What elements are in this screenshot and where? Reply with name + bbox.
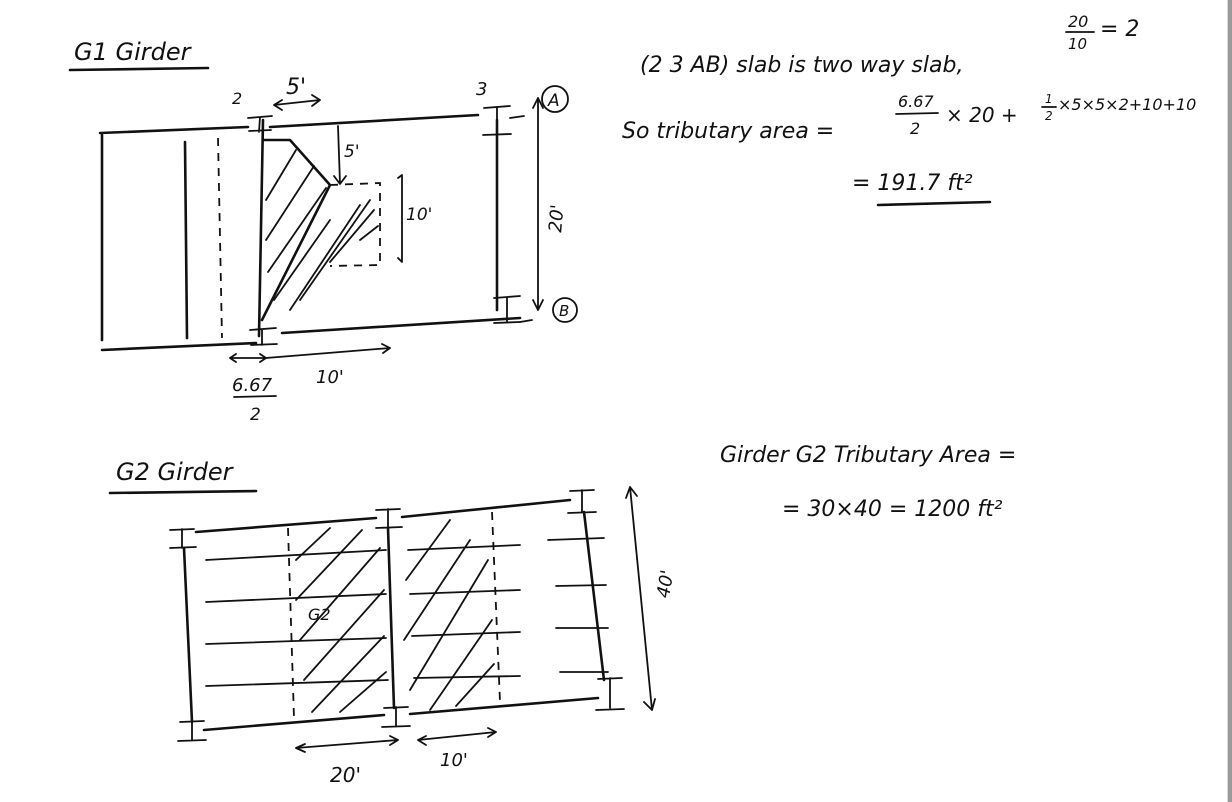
area-frac-denominator: 2 [910, 119, 920, 138]
g1-heading: G1 Girder [74, 38, 193, 66]
g2-tributary-hatching [295, 519, 495, 713]
g1-heading-underline [68, 66, 210, 72]
grid-label-B: B [559, 302, 569, 320]
beam-bottom [280, 316, 522, 335]
calc-line2-tail: ×5×5×2+10+10 [1058, 95, 1196, 114]
calc-line1: (2 3 AB) slab is two way slab, [640, 53, 963, 78]
calc-result: = 191.7 ft² [852, 171, 973, 196]
window-edge [1228, 0, 1232, 802]
g2-beam-top-left [194, 516, 378, 534]
beam-top-left [98, 125, 250, 135]
area-frac-numerator: 6.67 [898, 92, 934, 111]
joist-1 [205, 537, 605, 561]
grid-label-A: A [547, 91, 560, 111]
g2-plan-diagram: G2 40' 20' 10' [169, 486, 679, 787]
grid-label-3: 3 [476, 79, 487, 100]
ratio-result: = 2 [1100, 17, 1139, 42]
window-edge-highlight [1227, 0, 1228, 802]
dim-10-vertical: 10' [406, 205, 432, 225]
frame-left-2 [183, 140, 189, 340]
g2-column-line-right [582, 510, 606, 682]
column-symbol-br [595, 677, 625, 711]
g2-member-label: G2 [308, 605, 331, 624]
dim-arrow-10-bottom [265, 343, 391, 359]
grid-label-2: 2 [232, 89, 242, 108]
g1-calculation: (2 3 AB) slab is two way slab, 20 10 = 2… [622, 12, 1196, 207]
ratio-numerator: 20 [1068, 12, 1088, 31]
joist-4 [205, 671, 609, 687]
g2-beam-top-right [400, 498, 572, 519]
ratio-denominator: 10 [1068, 35, 1087, 53]
beam-top [268, 113, 480, 129]
g2-calculation: Girder G2 Tributary Area = = 30×40 = 120… [720, 443, 1016, 522]
dim-40: 40' [653, 569, 679, 600]
g2-column-line-left [182, 546, 194, 724]
girder-g2 [386, 526, 396, 710]
column-symbol-3b [493, 295, 521, 324]
area-frac-bar [895, 112, 939, 115]
dim-arrow-40 [625, 486, 656, 711]
g2-heading: G2 Girder [116, 458, 235, 486]
beam-bottom-left [100, 341, 258, 352]
column-symbol-bl [177, 720, 207, 742]
dashed-line [217, 137, 223, 339]
dim-10-bottom: 10' [316, 367, 344, 388]
grid-bubble-A [541, 85, 569, 113]
g2-calc-line2: = 30×40 = 1200 ft² [782, 497, 1003, 522]
dim-arrow-5-top [273, 94, 321, 111]
tributary-hatching [265, 149, 379, 311]
calc-line2-prefix: So tributary area = [622, 119, 834, 144]
dim-arrow-20-g2 [295, 735, 399, 753]
column-symbol-tl [169, 528, 197, 549]
dim-20-g2: 20' [330, 763, 361, 787]
column-symbol-3a [482, 105, 512, 136]
half-numerator: 1 [1045, 92, 1053, 106]
column-symbol-bm [381, 706, 411, 728]
joist-3 [205, 627, 609, 645]
calc-line2-mid: × 20 + [946, 103, 1018, 127]
joist-2 [205, 584, 607, 603]
grid-ticks [509, 115, 533, 323]
g2-beam-bottom-left [202, 713, 386, 732]
frac-numerator: 6.67 [232, 375, 273, 396]
g2-beam-bottom-right [408, 696, 600, 716]
dim-5-top: 5' [286, 75, 306, 100]
dim-arrow-5-side [333, 125, 347, 185]
tributary-dashed-box [329, 182, 381, 267]
dim-arrow-667 [229, 353, 267, 363]
column-symbol-2b [249, 327, 278, 346]
g2-calc-line1: Girder G2 Tributary Area = [720, 443, 1016, 468]
dim-10-g2: 10' [440, 750, 468, 771]
girder-g1 [257, 118, 265, 338]
dim-20: 20' [545, 204, 568, 234]
tributary-outline [260, 138, 332, 322]
column-symbol-tr [567, 489, 597, 514]
dim-arrow-20 [532, 97, 544, 311]
frac-bar [233, 395, 277, 398]
half-denominator: 2 [1045, 109, 1053, 123]
tributary-boundary-left [287, 527, 295, 719]
dim-arrow-10-g2 [417, 727, 497, 746]
column-symbol-2a [247, 115, 273, 133]
column-symbol-tm [375, 508, 403, 529]
dim-5-side: 5' [344, 142, 360, 162]
calc-result-underline [876, 200, 992, 207]
g1-plan-diagram: 2 3 A B 5' 5' 10' 20' 10' 6.67 2 [98, 75, 578, 425]
frac-denominator: 2 [250, 405, 261, 425]
g2-heading-underline [108, 489, 258, 495]
dim-bracket-10 [397, 174, 403, 263]
grid-bubble-B [552, 297, 578, 323]
tributary-boundary-right [491, 511, 501, 703]
